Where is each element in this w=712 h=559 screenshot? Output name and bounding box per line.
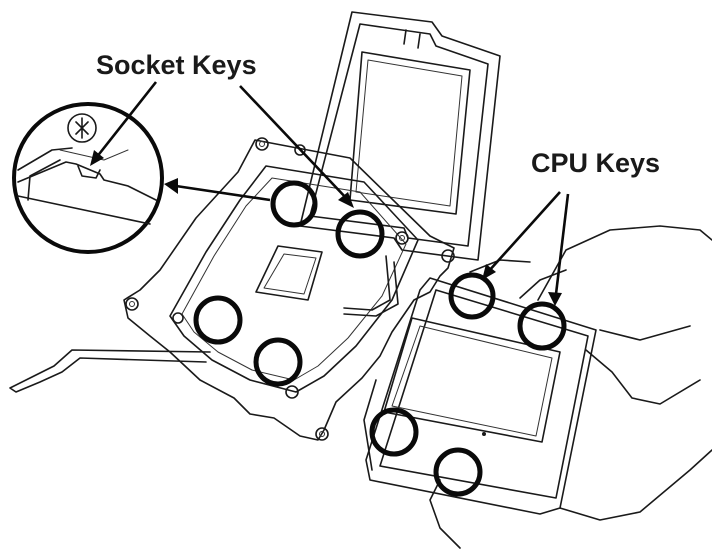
socket-key-marker <box>253 337 303 387</box>
socket-key-marker <box>335 209 385 259</box>
cpu-key-highlights <box>369 272 567 497</box>
socket-key-marker <box>193 295 243 345</box>
socket-key-highlights <box>193 180 385 387</box>
socket-frame <box>9 137 455 441</box>
socket-key-marker <box>270 180 318 228</box>
magnified-socket-key-inset <box>12 102 164 254</box>
cpu-key-marker <box>369 407 419 457</box>
cpu-key-marker <box>517 301 567 351</box>
cpu-key-marker <box>448 272 496 320</box>
socket-key-arrows <box>90 81 354 208</box>
cpu-key-marker <box>433 447 483 497</box>
socket-load-plate <box>299 11 501 261</box>
cpu-keys-label: CPU Keys <box>531 148 661 178</box>
cpu-package <box>363 277 597 515</box>
socket-keys-label: Socket Keys <box>96 50 257 80</box>
cpu-key-arrows <box>482 191 570 306</box>
